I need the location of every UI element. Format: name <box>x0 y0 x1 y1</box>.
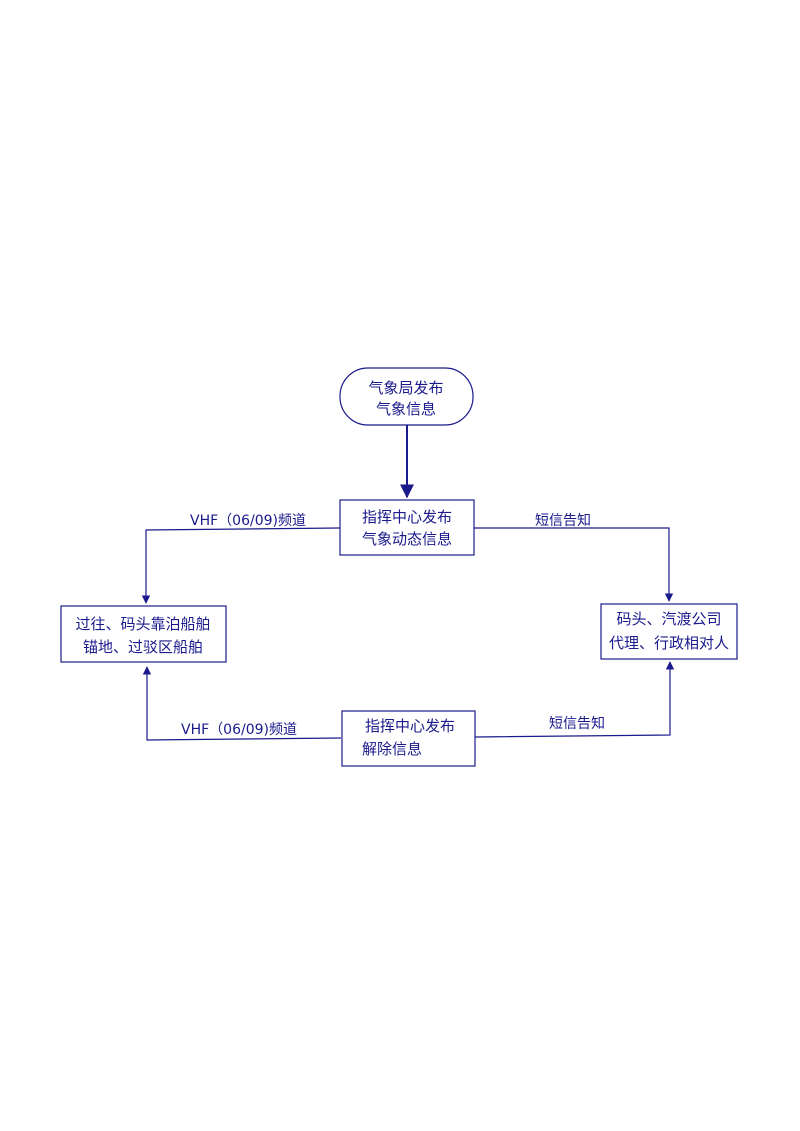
node-vessels-line-2: 锚地、过驳区船舶 <box>83 638 203 656</box>
node-docks-line-1: 码头、汽渡公司 <box>616 610 721 628</box>
node-weather-bureau: 气象局发布 气象信息 <box>339 367 474 426</box>
node-docks-line-2: 代理、行政相对人 <box>609 634 729 652</box>
node-vessels: 过往、码头靠泊船舶 锚地、过驳区船舶 <box>60 605 227 663</box>
edge-lift-to-docks <box>474 661 675 738</box>
node-weather-bureau-line-2: 气象信息 <box>376 400 436 418</box>
node-command-lift-line-2: 解除信息 <box>362 740 422 758</box>
edge-label-vhf-top: VHF（06/09)频道 <box>190 513 306 529</box>
node-command-publish: 指挥中心发布 气象动态信息 <box>339 499 475 556</box>
node-command-lift-line-1: 指挥中心发布 <box>365 717 455 735</box>
node-command-publish-line-2: 气象动态信息 <box>362 530 452 548</box>
edge-label-vhf-bottom: VHF（06/09)频道 <box>181 722 297 738</box>
edge-command-to-docks <box>474 527 674 602</box>
node-docks: 码头、汽渡公司 代理、行政相对人 <box>600 603 738 660</box>
node-command-publish-line-1: 指挥中心发布 <box>362 508 452 526</box>
edge-label-sms-bottom: 短信告知 <box>549 715 605 732</box>
node-vessels-line-1: 过往、码头靠泊船舶 <box>75 615 210 633</box>
node-command-lift: 指挥中心发布 解除信息 <box>341 710 476 767</box>
node-weather-bureau-line-1: 气象局发布 <box>368 379 443 397</box>
edge-lift-to-vessels <box>142 666 342 741</box>
edge-command-to-vessels <box>141 527 341 604</box>
edge-label-sms-top: 短信告知 <box>535 512 591 529</box>
